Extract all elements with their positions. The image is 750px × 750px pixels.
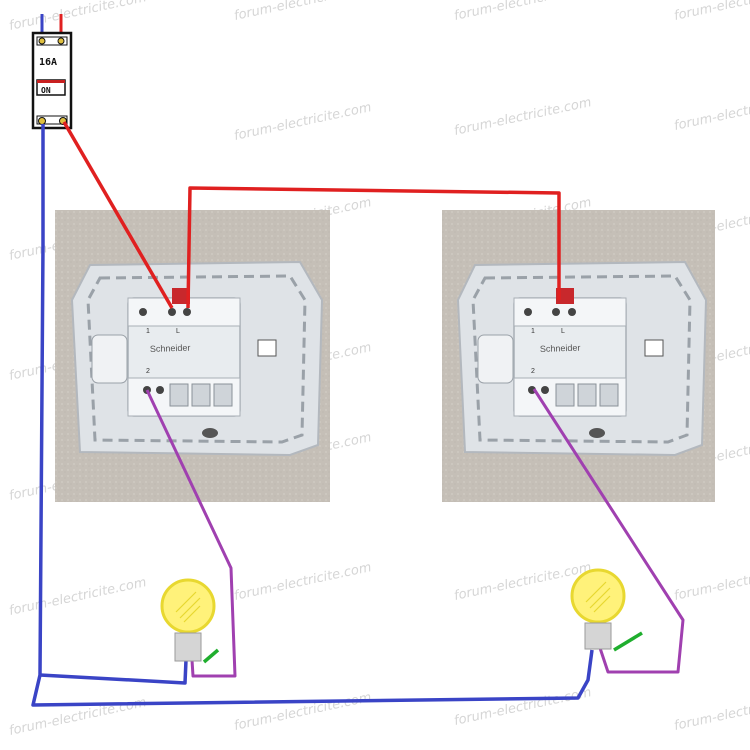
lamp-right-socket bbox=[584, 622, 612, 650]
watermark-text: forum-electricite.com bbox=[453, 0, 593, 24]
switch-right-brand: Schneider bbox=[540, 343, 581, 354]
switch-right-side-screw bbox=[644, 339, 664, 357]
switch-left-terminal-label-1: 1 bbox=[146, 328, 150, 335]
switch-right-terminal-b bbox=[577, 383, 597, 407]
switch-left-screw-3 bbox=[183, 308, 191, 316]
breaker-toggle-indicator bbox=[37, 80, 65, 83]
breaker-bottom-terminals bbox=[36, 115, 68, 125]
watermark-text: forum-electricite.com bbox=[8, 0, 148, 34]
switch-right-bottom-hole bbox=[589, 428, 605, 438]
lamp-left-earth-wire bbox=[202, 648, 220, 664]
switch-left-screw-2 bbox=[168, 308, 176, 316]
watermark-text: forum-electricite.com bbox=[673, 0, 750, 24]
breaker-top-screw-n bbox=[38, 37, 46, 45]
watermark-text: forum-electricite.com bbox=[8, 695, 148, 739]
neutral-wire-to-left-lamp bbox=[39, 659, 188, 685]
switch-left-terminal-b bbox=[191, 383, 211, 407]
phase-wire-left-to-right-switch bbox=[186, 186, 561, 309]
return-wire-left bbox=[145, 389, 237, 678]
switch-left-side-screw bbox=[257, 339, 277, 357]
switch-left-bottom-hole bbox=[202, 428, 218, 438]
switch-right-terminal-label-2: 2 bbox=[531, 368, 535, 375]
lamp-right-highlight bbox=[585, 581, 611, 613]
switch-left-terminal-label-2: 2 bbox=[146, 368, 150, 375]
switch-right-screw-5 bbox=[541, 386, 549, 394]
lamp-right bbox=[570, 568, 643, 652]
phase-wires bbox=[62, 121, 561, 309]
lamp-left-bulb bbox=[160, 578, 216, 634]
watermark-text: forum-electricite.com bbox=[233, 0, 373, 24]
switch-right-terminal-label-L: L bbox=[561, 328, 565, 335]
breaker-top-screw-l bbox=[57, 37, 65, 45]
breaker-bottom-screw-n bbox=[38, 117, 46, 125]
watermark-text: forum-electricite.com bbox=[233, 690, 373, 734]
watermark-text: forum-electricite.com bbox=[233, 100, 373, 144]
watermark-text: forum-electricite.com bbox=[453, 95, 593, 139]
circuit-breaker: 16A ON bbox=[31, 14, 73, 130]
return-wire-right bbox=[532, 388, 685, 674]
switch-right-terminal-a bbox=[555, 383, 575, 407]
switch-left-screw-5 bbox=[156, 386, 164, 394]
lamp-right-bulb bbox=[570, 568, 626, 624]
switch-right-clip bbox=[477, 334, 514, 384]
breaker-state: ON bbox=[41, 86, 51, 95]
switch-right-terminal-label-1: 1 bbox=[531, 328, 535, 335]
switch-left-terminal-c bbox=[213, 383, 233, 407]
switch-left-terminal-a bbox=[169, 383, 189, 407]
switch-right-frame-ribs bbox=[471, 274, 692, 444]
lamp-left bbox=[160, 578, 220, 664]
watermark-text: forum-electricite.com bbox=[673, 690, 750, 734]
breaker-rating: 16A bbox=[39, 57, 57, 68]
switch-right-screw-2 bbox=[552, 308, 560, 316]
switch-left-terminal-label-L: L bbox=[176, 328, 180, 335]
switch-right-screw-3 bbox=[568, 308, 576, 316]
switch-left-brand: Schneider bbox=[150, 343, 191, 354]
switch-left-frame-ribs bbox=[86, 274, 307, 444]
switch-left-clip bbox=[91, 334, 128, 384]
watermark-text: forum-electricite.com bbox=[453, 685, 593, 729]
switch-left-red-tab bbox=[172, 288, 190, 304]
switch-right-screw-1 bbox=[524, 308, 532, 316]
watermark-text: forum-electricite.com bbox=[233, 560, 373, 604]
switch-left: Schneider 1 L 2 bbox=[55, 210, 330, 502]
lamp-left-highlight bbox=[175, 591, 201, 623]
switch-right-screw-4 bbox=[528, 386, 536, 394]
neutral-wire bbox=[31, 124, 594, 707]
switch-left-screw-1 bbox=[139, 308, 147, 316]
switch-right-terminal-c bbox=[599, 383, 619, 407]
lamp-left-socket bbox=[174, 632, 202, 662]
lamp-right-earth-wire bbox=[613, 631, 643, 652]
breaker-top-terminals bbox=[36, 36, 68, 46]
switch-right: Schneider 1 L 2 bbox=[442, 210, 715, 502]
watermark-text: forum-electricite.com bbox=[673, 560, 750, 604]
watermark-text: forum-electricite.com bbox=[8, 575, 148, 619]
phase-wire-breaker-to-left-switch bbox=[62, 121, 174, 309]
watermark-text: forum-electricite.com bbox=[673, 90, 750, 134]
